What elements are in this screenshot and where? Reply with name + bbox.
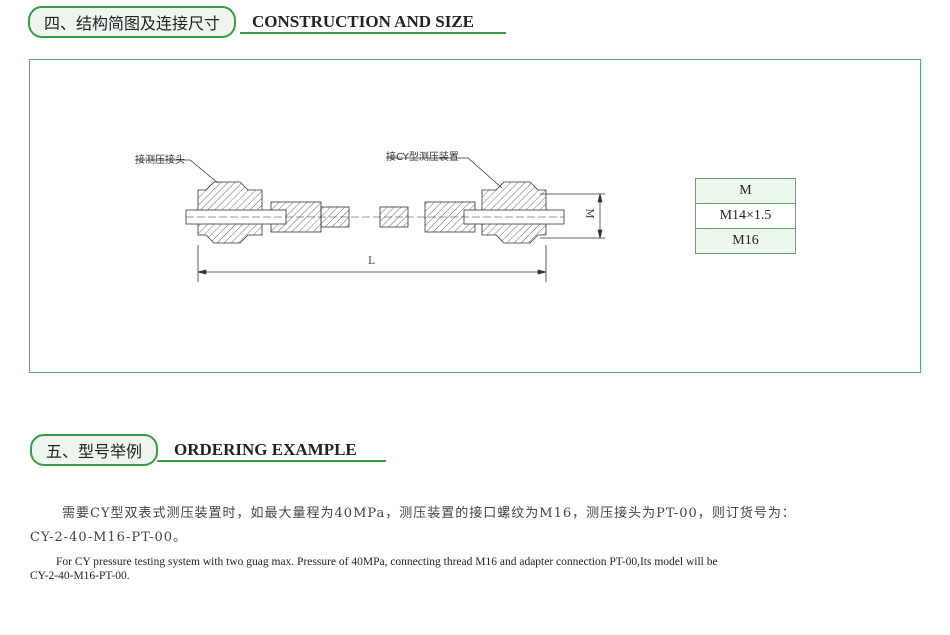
table-header-m: M — [695, 178, 796, 204]
label-cy-device: 接CY型测压装置 — [386, 152, 459, 163]
section-header-construction: 四、结构简图及连接尺寸 CONSTRUCTION AND SIZE — [28, 6, 474, 38]
dimension-L: L — [368, 256, 375, 267]
example-en-line2: CY-2-40-M16-PT-00. — [30, 570, 130, 582]
construction-diagram-frame — [29, 59, 921, 373]
label-pressure-joint: 接测压接头 — [135, 155, 185, 166]
table-cell: M14×1.5 — [695, 203, 796, 229]
section-header-ordering: 五、型号举例 ORDERING EXAMPLE — [30, 434, 357, 466]
example-en-line1: For CY pressure testing system with two … — [56, 556, 718, 568]
header-underline — [157, 460, 386, 462]
section-title-en: CONSTRUCTION AND SIZE — [252, 12, 475, 31]
section-title-en: ORDERING EXAMPLE — [174, 440, 357, 459]
section-number-title: 五、型号举例 — [30, 434, 159, 466]
table-cell: M16 — [695, 228, 796, 254]
header-underline — [240, 32, 506, 34]
thread-size-table: M M14×1.5 M16 — [695, 178, 796, 254]
section-number-title: 四、结构简图及连接尺寸 — [28, 6, 237, 38]
example-cn-line1: 需要CY型双表式测压装置时，如最大量程为40MPa，测压装置的接口螺纹为M16，… — [62, 506, 796, 521]
example-cn-line2: CY-2-40-M16-PT-00。 — [30, 530, 188, 545]
